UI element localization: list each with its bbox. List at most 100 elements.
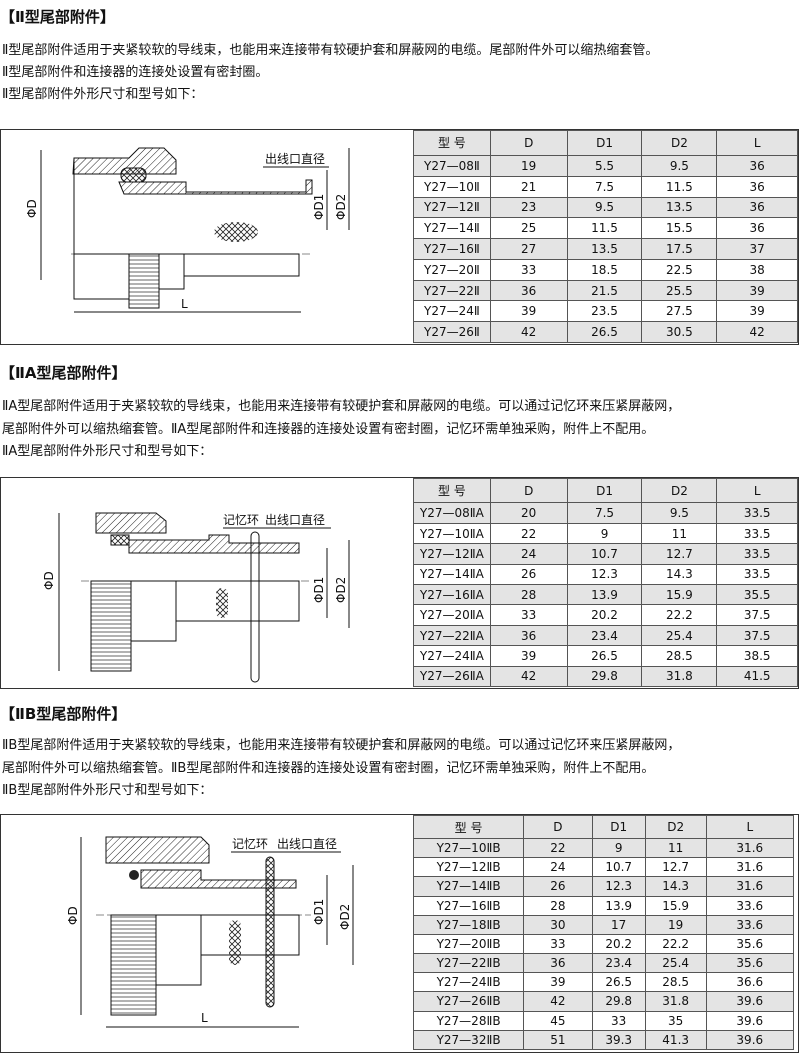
- paragraph-line: ⅡA型尾部附件适用于夹紧较软的导线束，也能用来连接带有较硬护套和屏蔽网的电缆。可…: [2, 399, 681, 414]
- table-header-cell: D: [523, 814, 593, 840]
- table-cell: Y27—24Ⅱ: [413, 300, 491, 323]
- table-cell: 45: [523, 1010, 593, 1031]
- table-cell: Y27—22Ⅱ: [413, 279, 491, 302]
- table-cell: 19: [644, 914, 707, 935]
- table-cell: 11.5: [566, 217, 643, 240]
- table-cell: Y27—16ⅡB: [412, 895, 525, 916]
- table-cell: 33.5: [716, 563, 798, 586]
- table-cell: 38.5: [716, 645, 798, 667]
- table-cell: 37.5: [716, 604, 798, 626]
- table-cell: 29.8: [566, 665, 643, 688]
- table-cell: 39.6: [705, 991, 795, 1012]
- table-cell: 28: [489, 584, 568, 606]
- table-cell: 17: [591, 914, 646, 935]
- table-cell: 36: [716, 196, 798, 219]
- table-cell: Y27—12ⅡA: [413, 543, 491, 565]
- table-header-cell: D1: [566, 477, 643, 504]
- table-cell: 33.5: [716, 543, 798, 565]
- paragraph-line: Ⅱ型尾部附件和连接器的连接处设置有密封圈。: [2, 65, 269, 80]
- table-cell: Y27—24ⅡA: [413, 645, 491, 667]
- label-memory-ring: 记忆环: [232, 837, 268, 851]
- table-cell: Y27—16ⅡA: [413, 584, 491, 606]
- paragraph-line: 尾部附件外可以缩热缩套管。ⅡB型尾部附件和连接器的连接处设置有密封圈，记忆环需单…: [2, 761, 655, 776]
- table-cell: Y27—08ⅡA: [413, 502, 491, 524]
- table-cell: 31.6: [705, 876, 795, 897]
- table-cell: 9: [566, 522, 643, 545]
- table-cell: 33: [591, 1010, 646, 1031]
- table-cell: Y27—10ⅡA: [413, 522, 491, 545]
- table-cell: 13.9: [566, 584, 643, 606]
- table-cell: Y27—22ⅡA: [413, 624, 491, 647]
- table-cell: 29.8: [591, 991, 646, 1012]
- table-cell: 21.5: [566, 279, 643, 302]
- table-cell: 15.9: [641, 584, 718, 606]
- table-cell: 28.5: [644, 972, 707, 993]
- label-outlet-diameter: 出线口直径: [277, 837, 337, 851]
- table-header-cell: D: [489, 130, 568, 156]
- table-cell: Y27—14Ⅱ: [413, 217, 491, 240]
- table-cell: 12.7: [641, 543, 718, 565]
- table-cell: 25.4: [641, 624, 718, 647]
- table-header-cell: L: [716, 130, 798, 156]
- table-cell: 5.5: [566, 154, 643, 177]
- label-outlet-diameter: 出线口直径: [265, 513, 325, 527]
- table-header-cell: D1: [591, 814, 646, 840]
- table-cell: 36: [716, 217, 798, 240]
- table-cell: 23.5: [566, 300, 643, 323]
- table-cell: Y27—10Ⅱ: [413, 175, 491, 198]
- table-cell: 20: [489, 502, 568, 524]
- table-cell: Y27—22ⅡB: [412, 953, 525, 974]
- paragraph-line: ⅡB型尾部附件外形尺寸和型号如下：: [2, 783, 213, 798]
- section-heading-type-ii: 【Ⅱ型尾部附件】: [0, 8, 115, 26]
- table-cell: 23: [489, 196, 568, 219]
- table-cell: Y27—10ⅡB: [412, 838, 525, 859]
- table-cell: 42: [489, 321, 568, 343]
- section-heading-type-iia: 【ⅡA型尾部附件】: [0, 364, 127, 382]
- table-cell: 33: [489, 604, 568, 626]
- label-phi-d: ΦD: [42, 571, 56, 590]
- table-cell: Y27—26ⅡB: [412, 991, 525, 1012]
- table-cell: 39.6: [705, 1029, 795, 1051]
- table-cell: 36: [523, 953, 593, 974]
- table-cell: 11: [644, 838, 707, 859]
- paragraph-line: Ⅱ型尾部附件外形尺寸和型号如下：: [2, 87, 204, 102]
- table-cell: 7.5: [566, 175, 643, 198]
- paragraph-line: 尾部附件外可以缩热缩套管。ⅡA型尾部附件和连接器的连接处设置有密封圈，记忆环需单…: [2, 422, 655, 437]
- table-cell: 11.5: [641, 175, 718, 198]
- table-cell: 9.5: [641, 502, 718, 524]
- table-header-cell: 型 号: [413, 477, 491, 504]
- drawing-type-iia: ΦD 记忆环 出线口直径 ΦD1 ΦD2: [42, 512, 350, 683]
- table-cell: 33: [523, 933, 593, 955]
- table-cell: 17.5: [641, 238, 718, 260]
- label-phi-d: ΦD: [25, 199, 39, 218]
- table-cell: 36: [489, 624, 568, 647]
- drawing-type-ii: ΦD L 出线口直径 ΦD1 ΦD2: [25, 147, 350, 313]
- table-cell: 30: [523, 914, 593, 935]
- label-phi-d: ΦD: [66, 906, 80, 925]
- table-cell: 13.5: [566, 238, 643, 260]
- table-cell: 10.7: [566, 543, 643, 565]
- table-cell: Y27—16Ⅱ: [413, 238, 491, 260]
- table-cell: Y27—18ⅡB: [412, 914, 525, 935]
- table-cell: 36: [716, 154, 798, 177]
- table-cell: 36: [489, 279, 568, 302]
- table-cell: 25: [489, 217, 568, 240]
- table-cell: 35.5: [716, 584, 798, 606]
- table-cell: 31.6: [705, 857, 795, 878]
- table-cell: 31.8: [644, 991, 707, 1012]
